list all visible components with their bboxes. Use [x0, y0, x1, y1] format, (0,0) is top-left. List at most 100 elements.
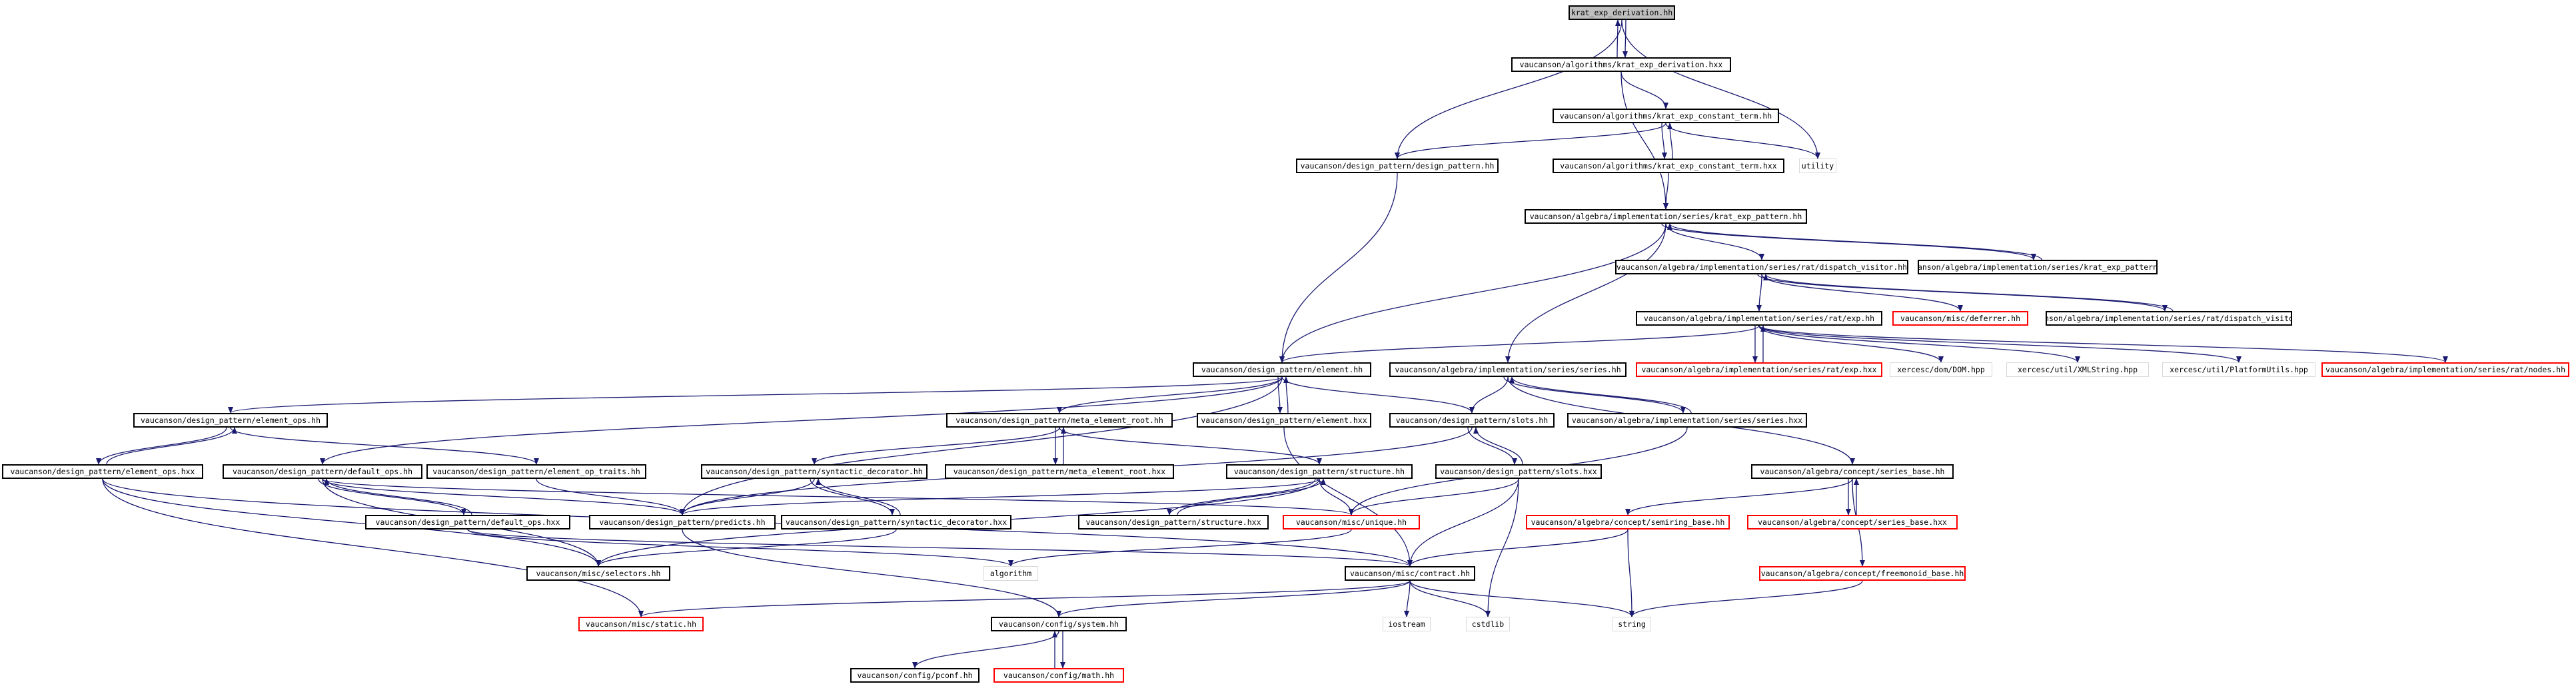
- edge-rdvhxx-to-rdvhh: [1763, 274, 2174, 312]
- node-pconf[interactable]: vaucanson/config/pconf.hh: [850, 668, 979, 683]
- node-dopshxx[interactable]: vaucanson/design_pattern/default_ops.hxx: [365, 515, 570, 529]
- edge-dopshh-to-unique: [322, 478, 1354, 516]
- edge-elementhh-to-predicts: [680, 376, 1283, 516]
- node-sbasehxx[interactable]: vaucanson/algebra/concept/series_base.hx…: [1747, 515, 1958, 529]
- edge-sdechxx-to-sdechh: [816, 478, 901, 516]
- node-static[interactable]: vaucanson/misc/static.hh: [578, 617, 704, 631]
- node-rnodes[interactable]: vaucanson/algebra/implementation/series/…: [2321, 362, 2569, 377]
- node-iostream[interactable]: iostream: [1383, 617, 1431, 631]
- edge-kecthxx-to-kecthh: [1667, 123, 1673, 159]
- node-xmlstring[interactable]: xercesc/util/XMLString.hpp: [2006, 362, 2149, 377]
- node-freemonoid[interactable]: vaucanson/algebra/concept/freemonoid_bas…: [1759, 566, 1966, 581]
- edge-freemonoid-to-string: [1629, 580, 1863, 617]
- node-sdechxx[interactable]: vaucanson/design_pattern/syntactic_decor…: [781, 515, 1011, 529]
- node-predicts[interactable]: vaucanson/design_pattern/predicts.hh: [589, 515, 776, 529]
- edge-kecthh-to-kecthxx: [1661, 123, 1667, 159]
- edge-structhh-to-predicts: [680, 478, 1320, 516]
- node-rexphxx[interactable]: vaucanson/algebra/implementation/series/…: [1636, 362, 1882, 377]
- node-utility[interactable]: utility: [1799, 159, 1836, 173]
- edge-elementhh-to-eopshh: [228, 376, 1283, 414]
- edge-semiring-to-contract: [1407, 529, 1628, 567]
- node-unique[interactable]: vaucanson/misc/unique.hh: [1283, 515, 1420, 529]
- edge-slotshh-to-slotshxx: [1467, 427, 1517, 465]
- node-domhpp[interactable]: xercesc/dom/DOM.hpp: [1890, 362, 1992, 377]
- node-rdvhxx[interactable]: vaucanson/algebra/implementation/series/…: [2046, 311, 2292, 326]
- node-selectors[interactable]: vaucanson/misc/selectors.hh: [526, 566, 670, 581]
- node-platutils[interactable]: xercesc/util/PlatformUtils.hpp: [2162, 362, 2315, 377]
- node-dphh[interactable]: vaucanson/design_pattern/design_pattern.…: [1296, 159, 1499, 173]
- node-kecthh[interactable]: vaucanson/algorithms/krat_exp_constant_t…: [1553, 109, 1779, 123]
- node-system[interactable]: vaucanson/config/system.hh: [991, 617, 1127, 631]
- edge-sdechh-to-sdechxx: [810, 478, 895, 516]
- edge-kephxx-to-kephh: [1667, 223, 2042, 260]
- edge-kecthxx-to-kephh: [1663, 173, 1669, 210]
- node-semiring[interactable]: vaucanson/algebra/concept/semiring_base.…: [1526, 515, 1730, 529]
- node-string[interactable]: string: [1612, 617, 1651, 631]
- edge-eopshxx-to-selectors: [102, 478, 601, 567]
- edge-contract-to-iostream: [1404, 580, 1411, 617]
- node-eopshxx[interactable]: vaucanson/design_pattern/element_ops.hxx: [2, 464, 203, 479]
- node-serieshxx[interactable]: vaucanson/algebra/implementation/series/…: [1567, 413, 1807, 428]
- edge-serieshh-to-serieshxx: [1503, 376, 1686, 414]
- node-merhh[interactable]: vaucanson/design_pattern/meta_element_ro…: [946, 413, 1173, 428]
- edge-dopshxx-to-contract: [467, 529, 1413, 567]
- node-elementhh[interactable]: vaucanson/design_pattern/element.hh: [1193, 362, 1371, 377]
- edge-kecthh-to-utility: [1665, 123, 1820, 159]
- edge-unique-to-algorithm: [1008, 529, 1352, 567]
- node-kephxx[interactable]: vaucanson/algebra/implementation/series/…: [1918, 260, 2158, 274]
- edge-kedhxx-to-kecthh: [1620, 71, 1668, 109]
- edge-rexphh-to-platutils: [1758, 325, 2242, 363]
- edge-structhxx-to-structhh: [1177, 478, 1326, 516]
- node-algorithm[interactable]: algorithm: [983, 566, 1038, 581]
- node-kephh[interactable]: vaucanson/algebra/implementation/series/…: [1525, 209, 1807, 224]
- edge-rexphh-to-elementhh: [1279, 325, 1760, 363]
- edge-root-to-utility: [1621, 19, 1820, 159]
- edge-contract-to-static: [638, 580, 1411, 617]
- edge-kecthh-to-dphh: [1395, 123, 1666, 159]
- edge-kephh-to-serieshh: [1505, 223, 1666, 363]
- node-deferrer[interactable]: vaucanson/misc/deferrer.hh: [1892, 311, 2028, 326]
- edge-slotshxx-to-cstdlib: [1485, 478, 1519, 617]
- edge-rdvhh-to-rexphh: [1756, 274, 1762, 312]
- edge-sdechxx-to-selectors: [596, 529, 897, 567]
- node-sbasehh[interactable]: vaucanson/algebra/concept/series_base.hh: [1751, 464, 1954, 479]
- node-cstdlib[interactable]: cstdlib: [1466, 617, 1510, 631]
- edge-elementhh-to-elementhxx: [1277, 376, 1283, 414]
- node-structhxx[interactable]: vaucanson/design_pattern/structure.hxx: [1078, 515, 1269, 529]
- node-kecthxx[interactable]: vaucanson/algorithms/krat_exp_constant_t…: [1553, 159, 1784, 173]
- node-serieshh[interactable]: vaucanson/algebra/implementation/series/…: [1389, 362, 1626, 377]
- edge-rdvhh-to-deferrer: [1761, 274, 1963, 312]
- edge-dopshh-to-predicts: [322, 478, 685, 516]
- node-elementhxx[interactable]: vaucanson/design_pattern/element.hxx: [1197, 413, 1371, 428]
- edge-eopshh-to-eoptraits: [230, 427, 539, 465]
- edge-dphh-to-elementhh: [1279, 173, 1398, 363]
- node-structhh[interactable]: vaucanson/design_pattern/structure.hh: [1226, 464, 1413, 479]
- node-rexphh[interactable]: vaucanson/algebra/implementation/series/…: [1636, 311, 1882, 326]
- edge-eopshh-to-eopshxx: [96, 427, 227, 465]
- node-eoptraits[interactable]: vaucanson/design_pattern/element_op_trai…: [426, 464, 646, 479]
- edge-merhh-to-sdechh: [812, 427, 1060, 465]
- node-slotshh[interactable]: vaucanson/design_pattern/slots.hh: [1389, 413, 1555, 428]
- edge-root-to-kedhxx: [1622, 19, 1628, 58]
- node-kedhxx[interactable]: vaucanson/algorithms/krat_exp_derivation…: [1511, 57, 1731, 72]
- node-rdvhh[interactable]: vaucanson/algebra/implementation/series/…: [1615, 260, 1908, 274]
- edge-sbasehh-to-semiring: [1625, 478, 1853, 516]
- edge-dopshxx-to-dopshh: [324, 478, 472, 516]
- node-contract[interactable]: vaucanson/misc/contract.hh: [1345, 566, 1475, 581]
- edge-dopshh-to-dopshxx: [318, 478, 466, 516]
- node-slotshxx[interactable]: vaucanson/design_pattern/slots.hxx: [1435, 464, 1602, 479]
- edge-slotshxx-to-unique: [1349, 478, 1519, 516]
- edge-elementhh-to-dopshh: [320, 376, 1283, 465]
- node-eopshh[interactable]: vaucanson/design_pattern/element_ops.hh: [133, 413, 328, 428]
- edge-kephh-to-elementhh: [1279, 223, 1666, 363]
- node-merhxx[interactable]: vaucanson/design_pattern/meta_element_ro…: [945, 464, 1174, 479]
- node-math[interactable]: vaucanson/config/math.hh: [993, 668, 1124, 683]
- edge-sdechh-to-predicts: [680, 478, 815, 516]
- edge-rexphh-to-xmlstring: [1758, 325, 2080, 363]
- node-dopshh[interactable]: vaucanson/design_pattern/default_ops.hh: [223, 464, 422, 479]
- node-sdechh[interactable]: vaucanson/design_pattern/syntactic_decor…: [701, 464, 928, 479]
- edge-merhh-to-structhh: [1059, 427, 1322, 465]
- edge-predicts-to-system: [682, 529, 1061, 617]
- edge-rexphh-to-rnodes: [1758, 325, 2448, 363]
